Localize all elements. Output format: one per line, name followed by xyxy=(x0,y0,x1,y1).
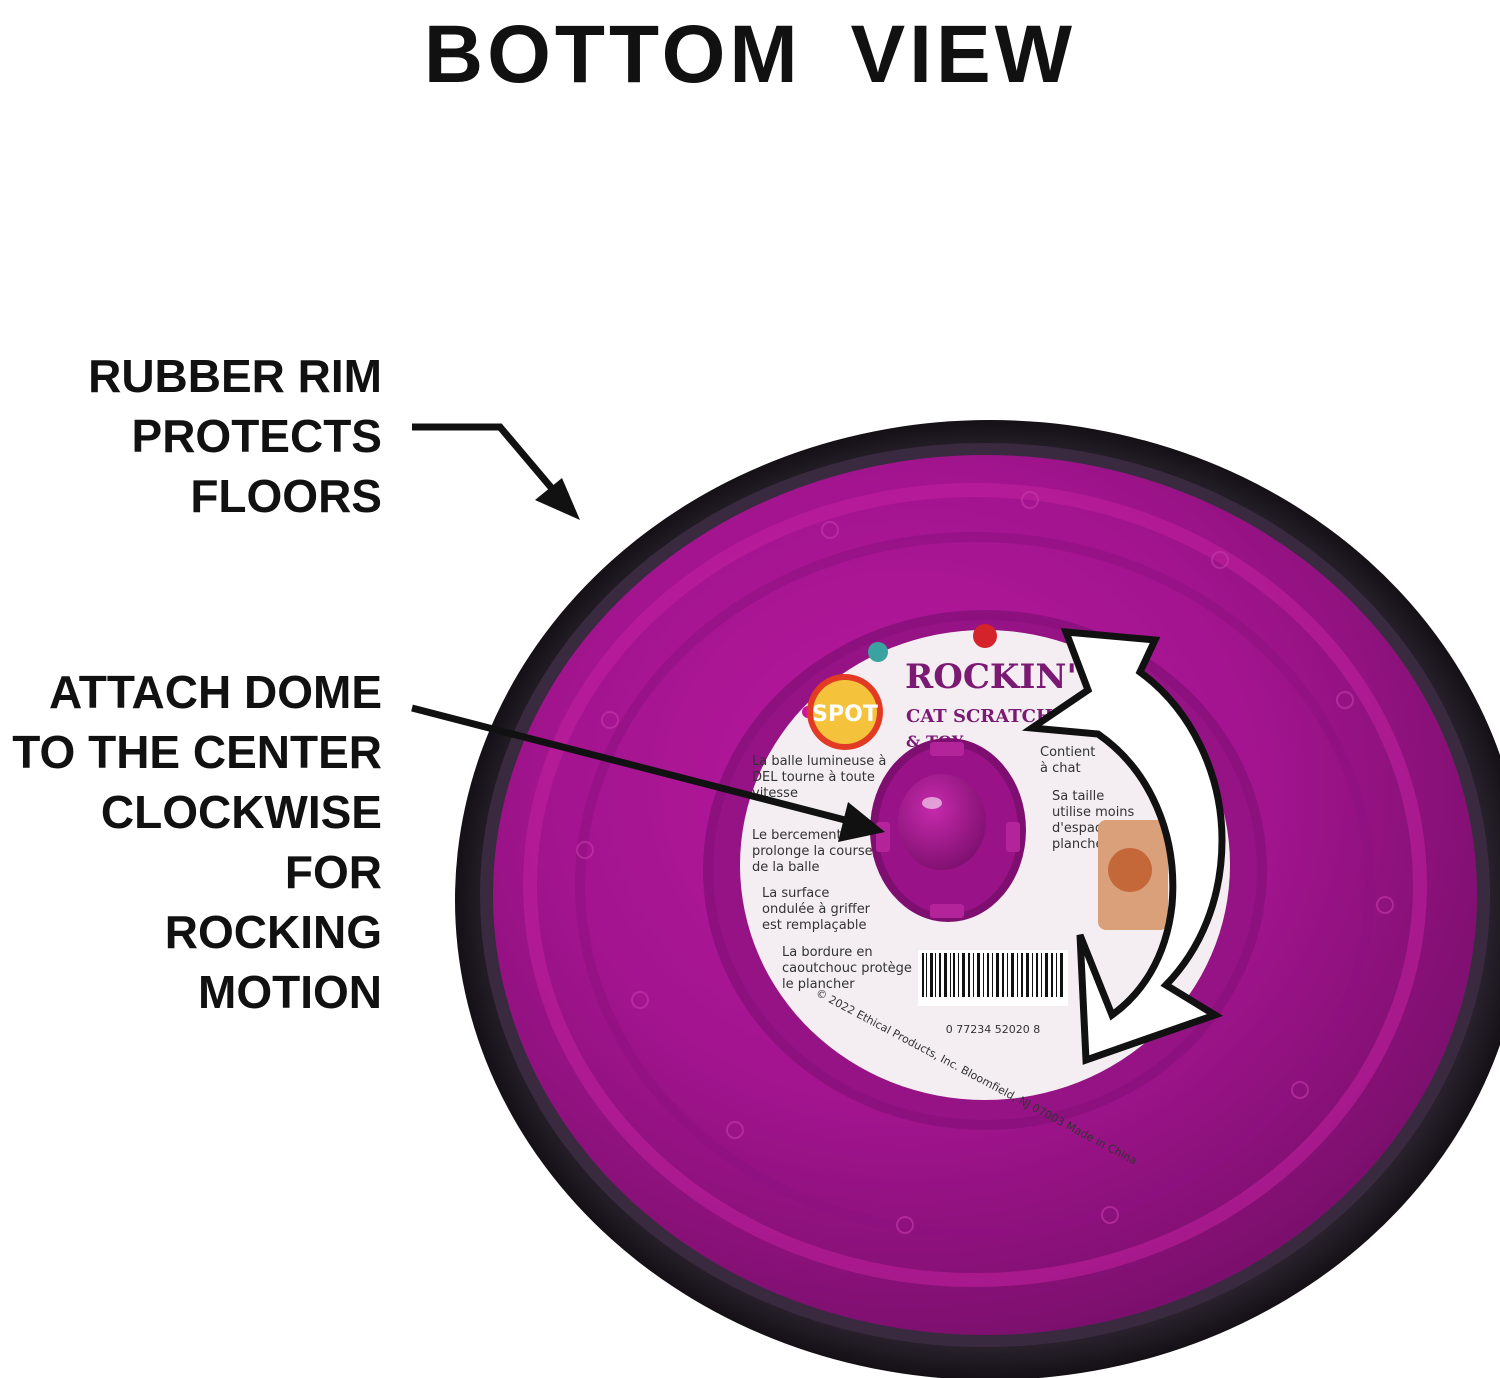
bullet-right-3: Sa taille xyxy=(1052,789,1104,804)
dome-callout-arrow xyxy=(411,704,846,824)
dome-callout-line-4: ROCKING xyxy=(164,906,382,958)
rim-callout-line-2: PROTECTS xyxy=(131,410,382,462)
rubber-rim-callout: RUBBER RIM PROTECTS FLOORS xyxy=(60,346,382,526)
bullet-left-1: La balle lumineuse à xyxy=(752,754,886,769)
bullet-left-11: caoutchouc protège xyxy=(782,961,912,976)
spot-logo: SPOT xyxy=(807,674,883,750)
bullet-left-8: ondulée à griffer xyxy=(762,902,871,917)
spot-logo-text: SPOT xyxy=(812,702,878,727)
rim-arrow-head xyxy=(535,478,580,520)
clockwise-rotation-arrow xyxy=(1021,628,1226,1065)
dome-callout-line-2: TO THE CENTER xyxy=(12,726,382,778)
label-brand-rockin: ROCKIN' xyxy=(905,657,1077,697)
bullet-left-9: est remplaçable xyxy=(762,918,867,933)
center-dome-mount xyxy=(870,738,1026,922)
bullet-right-1: Contient xyxy=(1040,745,1095,760)
dome-callout-line-1: ATTACH DOME xyxy=(48,666,382,718)
barcode: 0 77234 52020 8 xyxy=(918,950,1068,1036)
body-bumps xyxy=(576,491,1394,1234)
bullet-left-12: le plancher xyxy=(782,977,855,992)
dome-arrow-head xyxy=(838,802,885,842)
label-bullets-right: Contient à chat Sa taille utilise moins … xyxy=(1040,745,1135,852)
bullet-right-6: plancher xyxy=(1052,837,1109,852)
dome-callout-line-5: MOTION xyxy=(198,966,382,1018)
barcode-number: 0 77234 52020 8 xyxy=(946,1023,1040,1036)
bullet-left-4: Le bercement xyxy=(752,828,842,843)
bullet-left-6: de la balle xyxy=(752,860,820,875)
label-bullets-left: La balle lumineuse à DEL tourne à toute … xyxy=(752,754,912,992)
attach-dome-callout: ATTACH DOME TO THE CENTER CLOCKWISE FOR … xyxy=(0,662,382,1022)
rim-callout-line-3: FLOORS xyxy=(190,470,382,522)
rim-callout-line-1: RUBBER RIM xyxy=(88,350,382,402)
bullet-left-7: La surface xyxy=(762,886,829,901)
bullet-right-2: à chat xyxy=(1040,761,1081,776)
page-title: BOTTOM VIEW xyxy=(423,9,1077,100)
bullet-left-10: La bordure en xyxy=(782,945,873,960)
bullet-left-2: DEL tourne à toute xyxy=(752,770,875,785)
center-ball xyxy=(898,774,986,870)
bullet-right-4: utilise moins xyxy=(1052,805,1135,820)
bullet-left-5: prolonge la course xyxy=(752,844,873,859)
dome-callout-line-3: CLOCKWISE FOR xyxy=(100,786,382,898)
rim-callout-arrow xyxy=(412,423,563,501)
